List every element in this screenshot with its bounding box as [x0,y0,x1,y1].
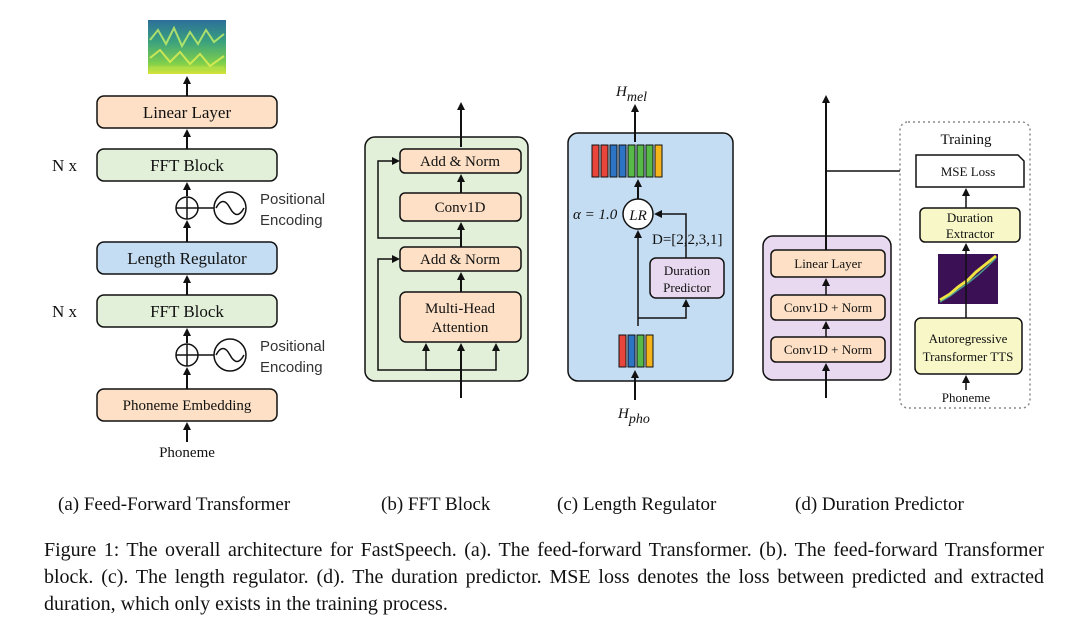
panel-b: Add & Norm Conv1D Add & Norm Multi-Head … [364,102,529,398]
nx-top-label: N x [52,156,78,175]
mha-line2: Attention [432,320,489,336]
output-sequence-bars [591,144,663,178]
caption-c: (c) Length Regulator [557,494,717,515]
seq-bar [618,144,627,178]
linear-layer-d-label: Linear Layer [794,256,862,271]
mse-loss-label: MSE Loss [941,164,996,179]
duration-predictor-line2: Predictor [663,280,711,295]
conv1d-box [399,192,522,222]
conv-norm-top-box [770,294,886,321]
caption-d: (d) Duration Predictor [795,494,964,515]
caption-b: (b) FFT Block [381,494,491,515]
mel-spectrogram-image [148,20,226,74]
panel-a: Linear Layer FFT Block N x Positional En… [52,20,325,461]
duration-extractor-line2: Extractor [946,226,995,241]
ar-tts-box [914,317,1023,375]
duration-predictor-line1: Duration [664,263,711,278]
nx-bottom-label: N x [52,302,78,321]
linear-layer-d-box [770,249,886,278]
add-norm-bottom-box [399,246,522,272]
phoneme-input-label: Phoneme [159,445,215,461]
ar-tts-line1: Autoregressive [929,331,1008,346]
conv-norm-bottom-label: Conv1D + Norm [784,342,872,357]
fft-block-top-box [96,148,278,182]
seq-bar [645,334,654,368]
duration-predictor-box [649,257,725,299]
conv-norm-bottom-box [770,336,886,363]
length-regulator-box [96,241,278,275]
attention-alignment-image [938,254,998,304]
phoneme-embedding-box [96,388,278,422]
fft-block-top-label: FFT Block [150,156,224,175]
sine-wave-icon [213,191,247,225]
positional-encoding-bottom-line2: Encoding [260,359,323,376]
h-pho-label: Hpho [617,406,650,427]
input-sequence-bars [618,334,654,368]
fft-block-bottom-box [96,294,278,328]
mha-line1: Multi-Head [425,301,495,317]
lr-operator-circle [622,198,654,230]
plus-circle-icon [175,196,199,220]
panel-d: Linear Layer Conv1D + Norm Conv1D + Norm… [762,95,1031,409]
length-regulator-label: Length Regulator [127,249,247,268]
duration-extractor-box [919,207,1021,243]
ar-tts-line2: Transformer TTS [923,349,1014,364]
seq-bar [654,144,663,178]
caption-a: (a) Feed-Forward Transformer [58,494,291,515]
conv1d-label: Conv1D [435,200,486,216]
panel-c: Hmel LR α = 1.0 D=[2,2,3,1] Duration Pre… [567,84,734,427]
fft-block-bottom-label: FFT Block [150,302,224,321]
h-mel-label: Hmel [615,84,647,105]
duration-extractor-line1: Duration [947,210,994,225]
add-norm-bottom-label: Add & Norm [420,252,500,268]
seq-bar [618,334,627,368]
plus-circle-icon [175,343,199,367]
phoneme-d-label: Phoneme [942,390,991,405]
seq-bar [627,334,636,368]
duration-values-label: D=[2,2,3,1] [652,232,723,248]
seq-bar [636,334,645,368]
alpha-label: α = 1.0 [573,207,618,223]
sine-wave-icon [213,338,247,372]
multi-head-attention-box [399,291,522,343]
linear-layer-label: Linear Layer [143,103,232,122]
seq-bar [636,144,645,178]
add-norm-top-box [399,148,522,174]
seq-bar [627,144,636,178]
lr-operator-label: LR [628,208,647,224]
positional-encoding-top-line2: Encoding [260,212,323,229]
seq-bar [645,144,654,178]
seq-bar [600,144,609,178]
mse-loss-box [915,154,1025,188]
positional-encoding-top-line1: Positional [260,191,325,208]
conv-norm-top-label: Conv1D + Norm [784,300,872,315]
figure-caption: Figure 1: The overall architecture for F… [44,539,1044,615]
linear-layer-box [96,95,278,129]
seq-bar [609,144,618,178]
seq-bar [591,144,600,178]
phoneme-embedding-label: Phoneme Embedding [123,398,252,414]
training-label: Training [940,132,992,148]
length-regulator-panel [567,132,734,382]
add-norm-top-label: Add & Norm [420,154,500,170]
positional-encoding-bottom-line1: Positional [260,338,325,355]
